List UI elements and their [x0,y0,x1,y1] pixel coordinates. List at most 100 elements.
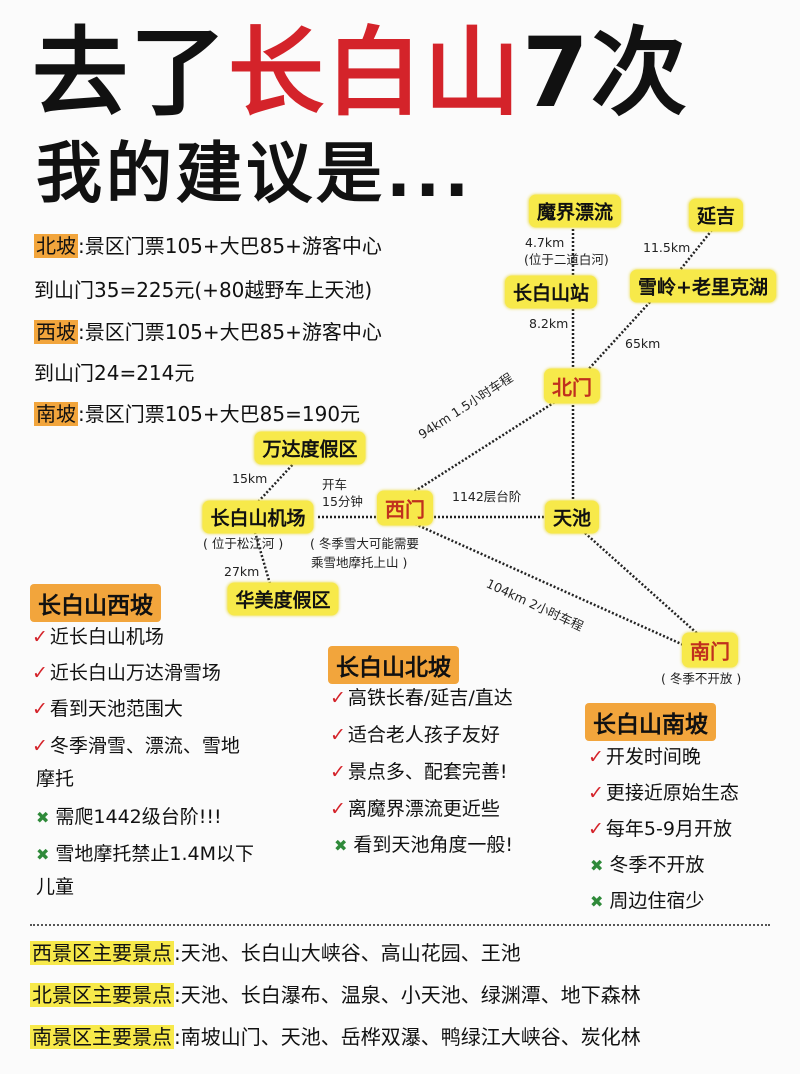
distance-label: 8.2km [529,316,569,331]
pro-item-cont: 摩托 [36,768,75,790]
steps-note: 1142层台阶 [452,489,522,504]
cross-icon: ✖ [590,856,604,875]
item-text: 近长白山万达滑雪场 [49,662,221,684]
check-icon: ✓ [32,735,48,757]
item-text: 看到天池范围大 [49,698,183,720]
closure-note: ( 冬季不开放 ) [661,671,742,686]
pro-item: ✓每年5-9月开放 [588,816,732,842]
item-text: 需爬1442级台阶!!! [55,806,222,828]
spots-line: 西景区主要景点:天池、长白山大峡谷、高山花园、王池 [30,938,521,968]
north-slope-heading: 长白山北坡 [328,646,459,684]
snow-note: ( 冬季雪大可能需要 [310,536,419,551]
spots-text: :天池、长白山大峡谷、高山花园、王池 [174,941,521,965]
price-line: 北坡:景区门票105+大巴85+游客中心 [34,232,382,260]
price-text: :景区门票105+大巴85+游客中心 [78,320,382,344]
check-icon: ✓ [330,761,346,783]
distance-label: 15km [232,471,268,486]
item-text: 近长白山机场 [49,626,164,648]
check-icon: ✓ [330,724,346,746]
item-text: 冬季不开放 [609,854,705,876]
item-text: 周边住宿少 [609,890,705,912]
check-icon: ✓ [588,746,604,768]
distance-label: 27km [224,564,260,579]
location-note: (位于二道白河) [524,252,609,267]
item-text: 开发时间晚 [605,746,701,768]
spots-label: 北景区主要景点 [30,983,174,1007]
spots-label: 西景区主要景点 [30,941,174,965]
check-icon: ✓ [588,818,604,840]
item-text: 更接近原始生态 [605,782,739,804]
title-part1: 去了 [32,17,228,129]
pro-item: ✓更接近原始生态 [588,780,739,806]
distance-label: 11.5km [643,240,691,255]
check-icon: ✓ [588,782,604,804]
cross-icon: ✖ [590,892,604,911]
node-yanji: 延吉 [688,198,744,232]
node-nanmen: 南门 [682,632,738,668]
node-wanda: 万达度假区 [254,431,366,465]
pro-item: ✓近长白山机场 [32,624,164,650]
pro-item: ✓开发时间晚 [588,744,701,770]
node-xueling: 雪岭+老里克湖 [630,269,776,303]
con-item: ✖ 看到天池角度一般! [334,832,513,859]
node-tianchi: 天池 [544,500,600,534]
drive-note: 开车 [322,477,348,492]
distance-label: 4.7km [525,235,565,250]
spots-line: 北景区主要景点:天池、长白瀑布、温泉、小天池、绿渊潭、地下森林 [30,980,641,1010]
price-label: 北坡 [34,234,78,258]
pro-item: ✓冬季滑雪、漂流、雪地 [32,733,240,759]
con-item: ✖ 冬季不开放 [590,852,704,879]
con-item: ✖ 需爬1442级台阶!!! [36,804,222,831]
price-label: 西坡 [34,320,78,344]
price-line: 西坡:景区门票105+大巴85+游客中心 [34,318,382,346]
location-note: ( 位于松江河 ) [203,536,284,551]
title-highlight: 长白山 [228,17,522,129]
item-text: 每年5-9月开放 [605,818,732,840]
drive-note: 15分钟 [322,494,363,509]
item-text: 景点多、配套完善! [347,761,508,783]
dotted-divider [30,924,770,926]
west-slope-heading: 长白山西坡 [30,584,161,622]
con-item-cont: 儿童 [36,876,75,898]
price-label: 南坡 [34,402,78,426]
cross-icon: ✖ [36,845,50,864]
pro-item: ✓高铁长春/延吉/直达 [330,685,513,711]
pro-item: ✓离魔界漂流更近些 [330,796,500,822]
check-icon: ✓ [330,798,346,820]
route-wanda-airport [257,461,296,503]
spots-label: 南景区主要景点 [30,1025,174,1049]
route-airport-huamei [253,531,272,585]
snow-note: 乘雪地摩托上山 ) [311,555,408,570]
main-title: 去了长白山7次 [32,18,689,128]
price-line: 到山门35=225元(+80越野车上天池) [34,276,372,304]
subtitle: 我的建议是... [36,135,474,212]
pro-item: ✓适合老人孩子友好 [330,722,500,748]
route-beimen-ximen [411,398,559,495]
con-item: ✖ 周边住宿少 [590,888,704,915]
cross-icon: ✖ [36,808,50,827]
con-item: ✖雪地摩托禁止1.4M以下 [36,841,254,868]
node-station: 长白山站 [504,275,598,309]
check-icon: ✓ [330,687,346,709]
spots-line: 南景区主要景点:南坡山门、天池、岳桦双瀑、鸭绿江大峡谷、炭化林 [30,1022,641,1052]
item-text: 适合老人孩子友好 [347,724,500,746]
check-icon: ✓ [32,626,48,648]
price-text: 到山门24=214元 [34,361,195,385]
route-ximen-nanmen [414,522,689,649]
pro-item: ✓近长白山万达滑雪场 [32,660,221,686]
pro-item: ✓看到天池范围大 [32,696,183,722]
price-line: 南坡:景区门票105+大巴85=190元 [34,400,360,428]
node-airport: 长白山机场 [202,500,314,534]
item-text: 看到天池角度一般! [353,834,514,856]
price-text: :景区门票105+大巴85+游客中心 [78,234,382,258]
south-slope-heading: 长白山南坡 [585,703,716,741]
node-huamei: 华美度假区 [227,582,339,616]
title-part2: 7次 [522,17,689,129]
price-text: 到山门35=225元(+80越野车上天池) [34,278,373,302]
check-icon: ✓ [32,662,48,684]
cross-icon: ✖ [334,836,348,855]
node-beimen: 北门 [544,368,600,404]
distance-label: 65km [625,336,661,351]
item-text: 高铁长春/延吉/直达 [347,687,513,709]
